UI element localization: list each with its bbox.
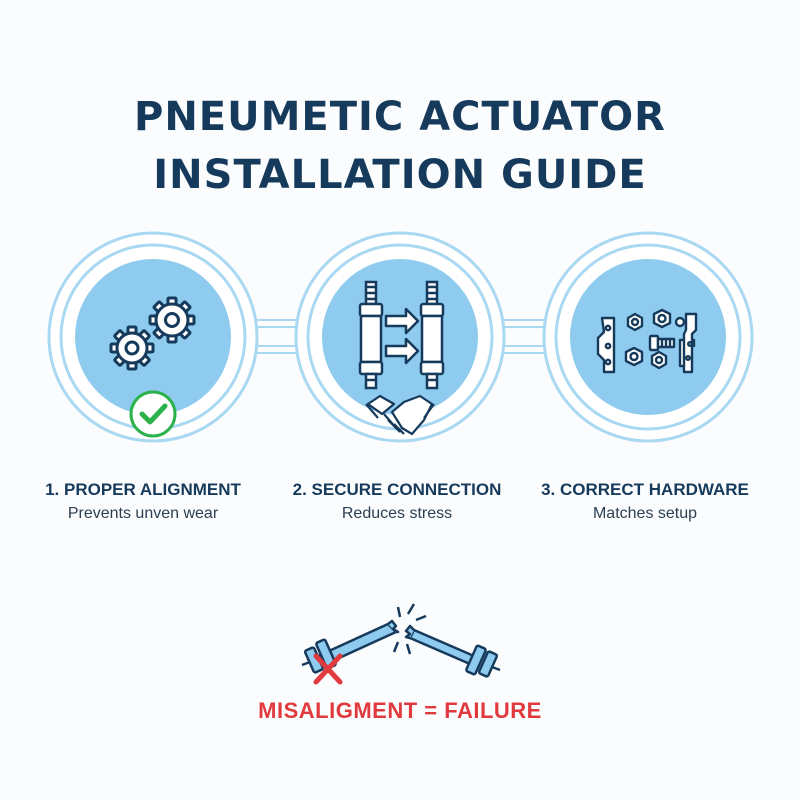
step-1-title: 1. PROPER ALIGNMENT	[45, 480, 241, 499]
title-line-1: PNEUMETIC ACTUATOR	[134, 94, 666, 140]
handshake-icon	[365, 394, 435, 436]
step-3-title: 3. CORRECT HARDWARE	[541, 480, 749, 499]
step-2-title: 2. SECURE CONNECTION	[292, 480, 502, 499]
step-2-circle	[294, 231, 506, 443]
connected-rods-icon	[358, 280, 445, 390]
warning-text: MISALIGMENT = FAILURE	[258, 698, 542, 723]
red-x-icon	[313, 653, 343, 685]
hardware-icon	[596, 308, 698, 374]
page-title: PNEUMETIC ACTUATOR INSTALLATION GUIDE	[0, 88, 800, 204]
broken-shaft-icon	[301, 603, 501, 678]
checkmark-icon	[129, 390, 177, 438]
step-1-circle	[47, 231, 259, 443]
step-1-description: Prevents unven wear	[67, 505, 219, 522]
step-2-description: Reduces stress	[341, 505, 453, 522]
step-3-circle	[542, 231, 754, 443]
gears-icon	[109, 296, 196, 371]
step-3-description: Matches setup	[592, 505, 698, 522]
title-line-2: INSTALLATION GUIDE	[153, 152, 647, 198]
